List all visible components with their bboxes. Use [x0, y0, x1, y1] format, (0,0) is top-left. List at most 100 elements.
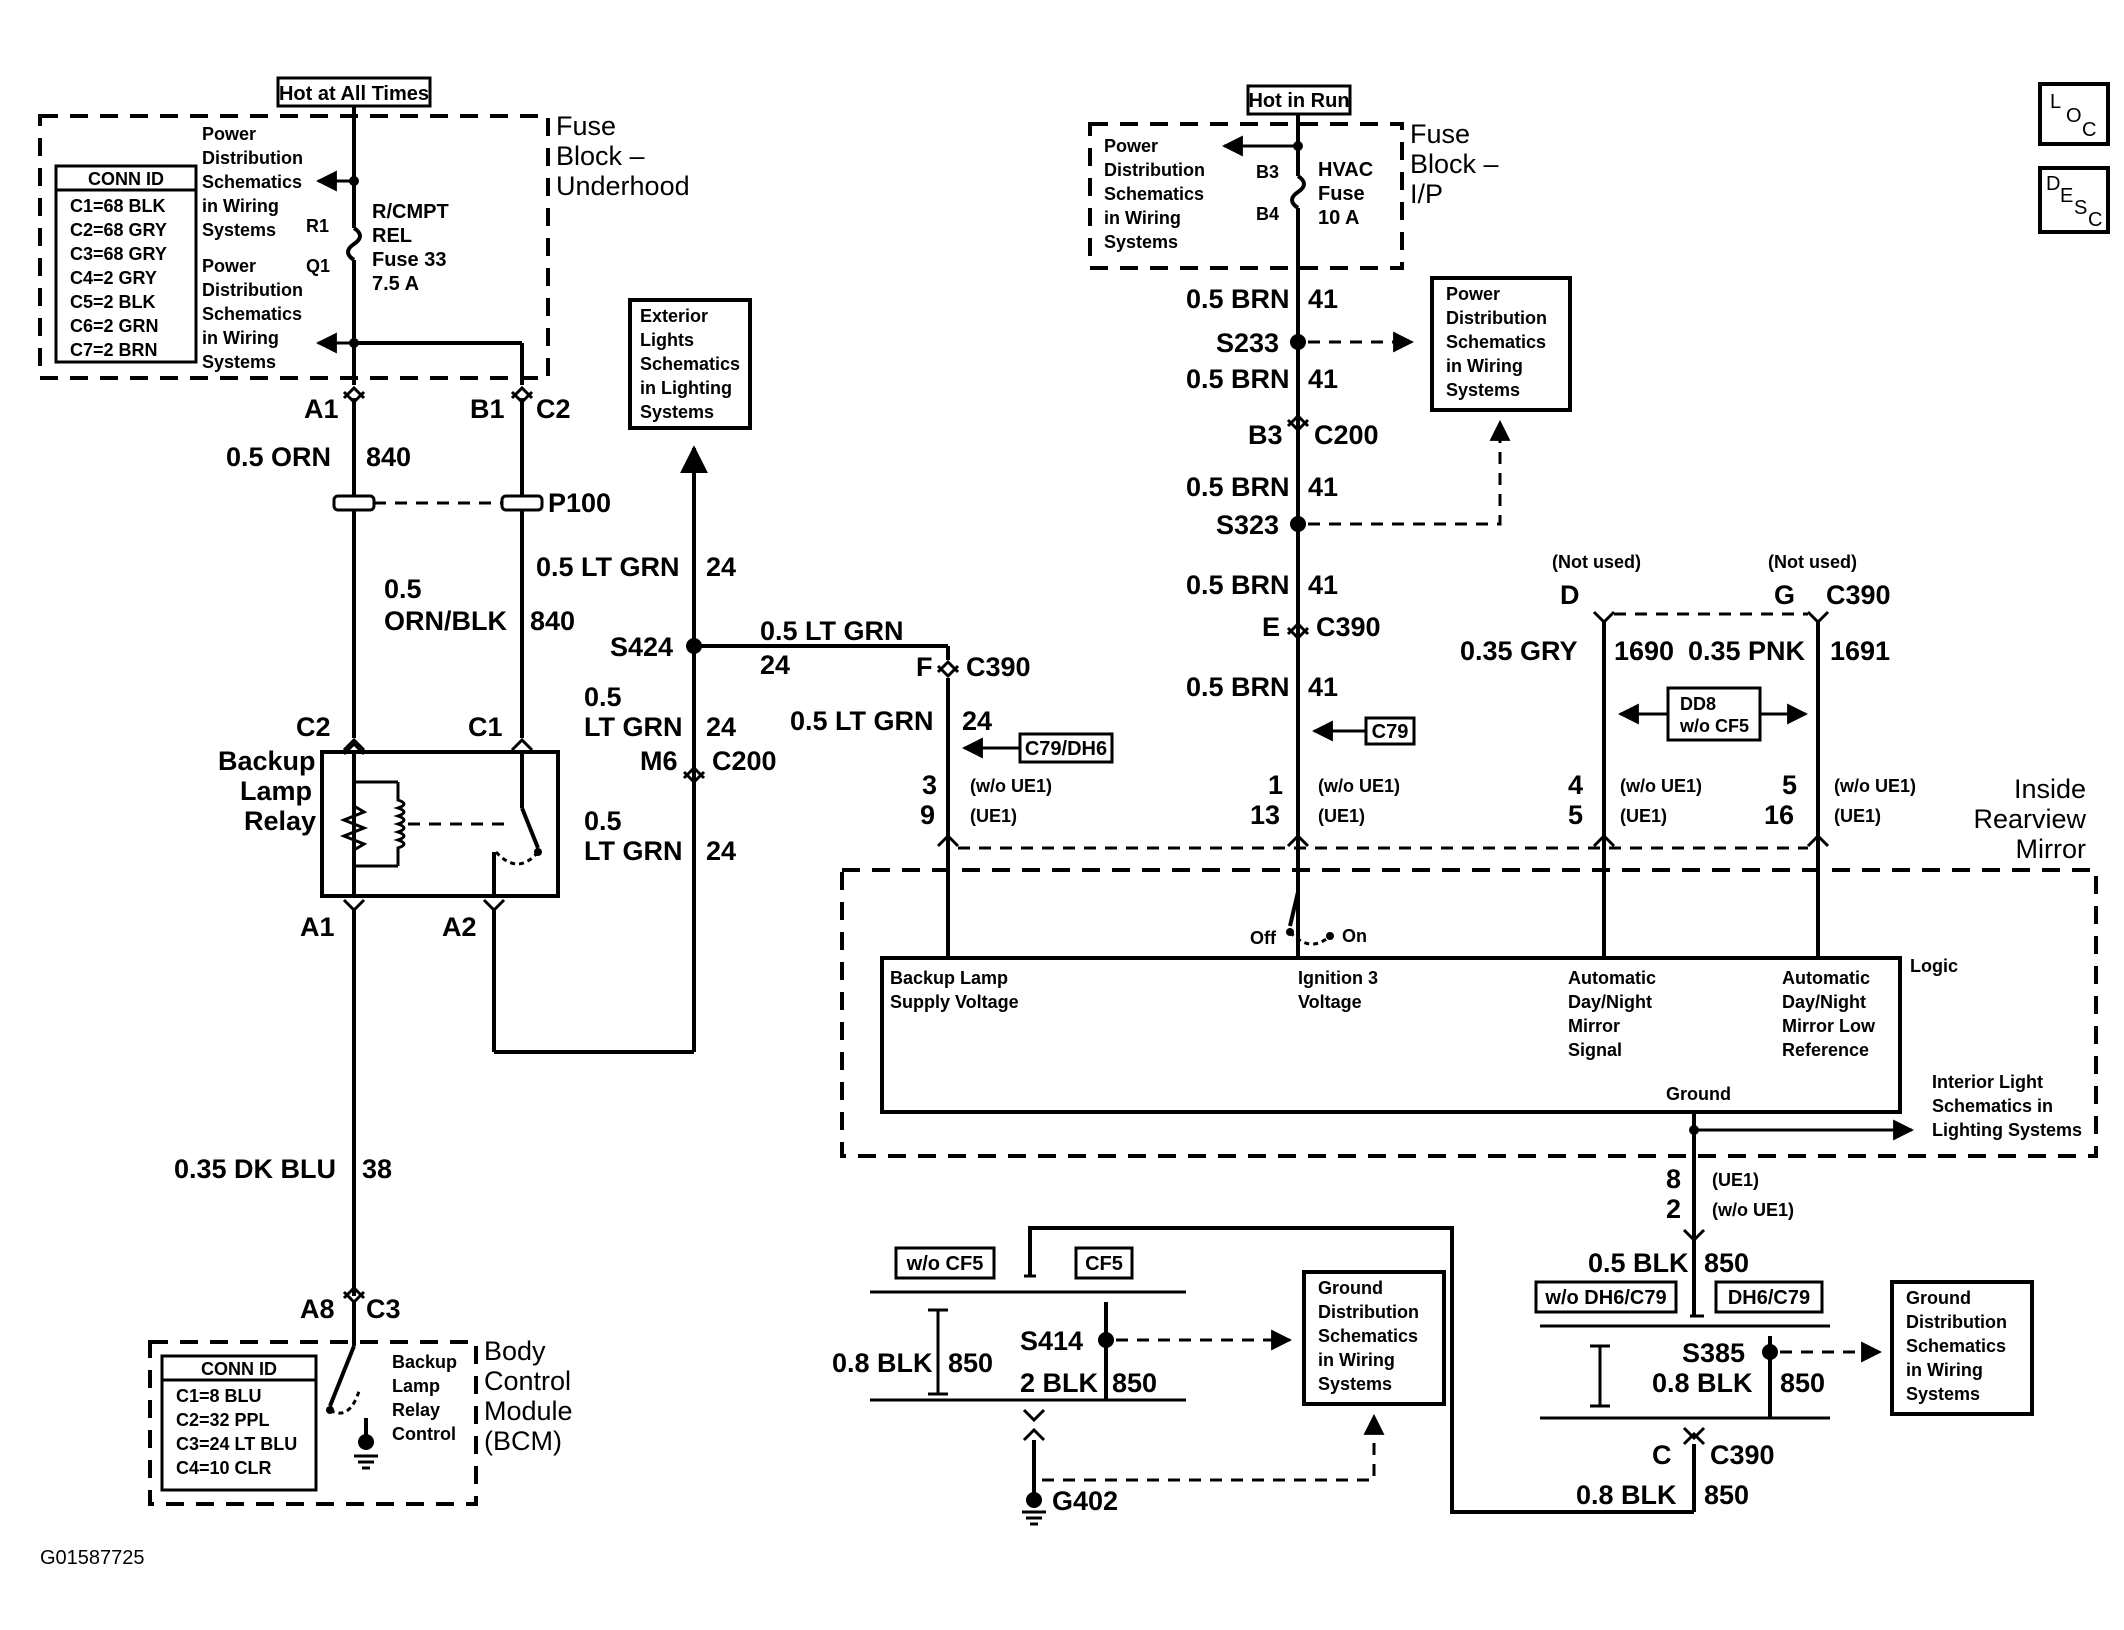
pin-b1: B1: [470, 394, 505, 424]
pin-r1: R1: [306, 216, 329, 236]
wire-label: 0.5 BRN: [1186, 672, 1290, 702]
svg-text:(w/o UE1): (w/o UE1): [1620, 776, 1702, 796]
svg-text:(UE1): (UE1): [1834, 806, 1881, 826]
connector-c390: C390: [966, 652, 1031, 682]
svg-text:Systems: Systems: [202, 220, 276, 240]
relay-name-line: Backup: [218, 746, 316, 776]
bcm-title-line: Body: [484, 1336, 546, 1366]
conn-id-row: C2=32 PPL: [176, 1410, 270, 1430]
pin-f: F: [916, 652, 933, 682]
pin-q1: Q1: [306, 256, 330, 276]
hot-in-run-tag: [1246, 84, 1352, 116]
pin-3: 3: [922, 770, 937, 800]
fuse-33-symbol: [346, 226, 362, 262]
connector-c3: C3: [366, 1294, 401, 1324]
svg-text:D: D: [2046, 173, 2060, 195]
svg-text:HVAC: HVAC: [1318, 159, 1373, 181]
splice-s414-dot: [1098, 1332, 1114, 1348]
circuit-number: 1691: [1830, 636, 1890, 666]
connector-c2: C2: [536, 394, 571, 424]
wire-label: 0.8 BLK: [832, 1348, 933, 1378]
power-distribution-ref-bottom: Power Distribution Schematics in Wiring …: [202, 256, 303, 372]
option-wo-cf5: w/o CF5: [1679, 716, 1749, 736]
circuit-number: 24: [962, 706, 992, 736]
pin-4: 4: [1568, 770, 1583, 800]
circuit-number: 840: [530, 606, 575, 636]
svg-text:Systems: Systems: [640, 402, 714, 422]
svg-text:E: E: [2060, 185, 2073, 207]
conn-id-table-bcm: CONN ID C1=8 BLU C2=32 PPL C3=24 LT BLU …: [160, 1354, 318, 1492]
wire-label: 0.5 BRN: [1186, 570, 1290, 600]
circuit-number: 41: [1308, 284, 1338, 314]
conn-id-header: CONN ID: [201, 1359, 277, 1379]
circuit-number: 850: [1704, 1480, 1749, 1510]
pin-5: 5: [1782, 770, 1797, 800]
fuse-block-title-line2: Block –: [556, 141, 645, 171]
splice-p100: P100: [332, 488, 611, 518]
svg-text:in Wiring: in Wiring: [1318, 1350, 1395, 1370]
svg-text:Supply Voltage: Supply Voltage: [890, 992, 1019, 1012]
option-cf5: CF5: [1085, 1253, 1123, 1275]
svg-text:Exterior: Exterior: [640, 306, 708, 326]
mirror-title: Inside: [2014, 774, 2086, 804]
connector-bracket-icon: [1590, 1344, 1610, 1408]
pin-b3: B3: [1256, 162, 1279, 182]
splice-s385-label: S385: [1682, 1338, 1745, 1368]
circuit-number: 850: [948, 1348, 993, 1378]
hot-in-run-label: Hot in Run: [1248, 90, 1349, 112]
pin-9: 9: [920, 800, 935, 830]
svg-text:Automatic: Automatic: [1782, 968, 1870, 988]
pin-a8: A8: [300, 1294, 335, 1324]
pin-a2-relay: A2: [442, 912, 477, 942]
loc-icon[interactable]: L O C: [2038, 82, 2110, 146]
conn-id-row: C3=24 LT BLU: [176, 1434, 297, 1454]
wire-label: 0.5: [384, 574, 422, 604]
right-circuits: (Not used) (Not used) D G C390 0.35 GRY …: [958, 552, 1916, 958]
wire-label: ORN/BLK: [384, 606, 507, 636]
svg-text:Schematics: Schematics: [640, 354, 740, 374]
wire-label: 0.5 BRN: [1186, 472, 1290, 502]
option-dd8: DD8: [1680, 694, 1716, 714]
circuit-number: 24: [760, 650, 790, 680]
wire-label: 0.35 GRY: [1460, 636, 1578, 666]
option-c79-tag: [1364, 716, 1416, 746]
figure-id: G01587725: [40, 1547, 145, 1569]
wire-label: LT GRN: [584, 836, 682, 866]
fuse-block-ip-title: I/P: [1410, 179, 1443, 209]
svg-text:Schematics: Schematics: [1906, 1336, 2006, 1356]
svg-text:Fuse 33: Fuse 33: [372, 249, 446, 271]
center-circuits: 0.5 LT GRN 24 S424 0.5 LT GRN 24 0.5 LT …: [536, 445, 1114, 1052]
logic-label: Logic: [1910, 956, 1958, 976]
switch-on-label: On: [1342, 926, 1367, 946]
splice-s424-label: S424: [610, 632, 673, 662]
splice-p100-label: P100: [548, 488, 611, 518]
svg-text:S: S: [2074, 197, 2087, 219]
svg-text:Relay: Relay: [392, 1400, 440, 1420]
inside-rearview-mirror: Inside Rearview Mirror Logic Off On Back…: [840, 774, 2098, 1238]
wire-label: 0.5: [584, 682, 622, 712]
ground-distribution-ref-left: Ground Distribution Schematics in Wiring…: [1302, 1270, 1446, 1406]
conn-id-row: C7=2 BRN: [70, 340, 158, 360]
ground-circuits: 8 (UE1) 2 (w/o UE1) 0.5 BLK 850 w/o DH6/…: [832, 1164, 2034, 1526]
desc-icon[interactable]: D E S C: [2038, 166, 2110, 234]
wire-label: 0.8 BLK: [1576, 1480, 1677, 1510]
connector-bracket-icon: [928, 1308, 948, 1396]
svg-text:Systems: Systems: [202, 352, 276, 372]
svg-text:Backup: Backup: [392, 1352, 457, 1372]
svg-text:(w/o UE1): (w/o UE1): [1712, 1200, 1794, 1220]
wire-label: 0.5 BRN: [1186, 284, 1290, 314]
svg-text:10 A: 10 A: [1318, 207, 1360, 229]
svg-text:Systems: Systems: [1446, 380, 1520, 400]
ground-label: Ground: [1666, 1084, 1731, 1104]
ignition-circuit: 0.5 BRN 41 S233 0.5 BRN 41 B3 C200 0.5 B…: [1186, 276, 1572, 958]
wire-label: 0.35 DK BLU: [174, 1154, 336, 1184]
circuit-number: 41: [1308, 570, 1338, 600]
svg-text:(UE1): (UE1): [1620, 806, 1667, 826]
option-dd8-tag: [1666, 686, 1762, 742]
wire-label: 0.5 BRN: [1186, 364, 1290, 394]
svg-text:in Wiring: in Wiring: [1906, 1360, 1983, 1380]
circuit-number: 24: [706, 836, 736, 866]
pin-c: C: [1652, 1440, 1672, 1470]
svg-text:Schematics: Schematics: [1104, 184, 1204, 204]
svg-text:Schematics: Schematics: [1446, 332, 1546, 352]
